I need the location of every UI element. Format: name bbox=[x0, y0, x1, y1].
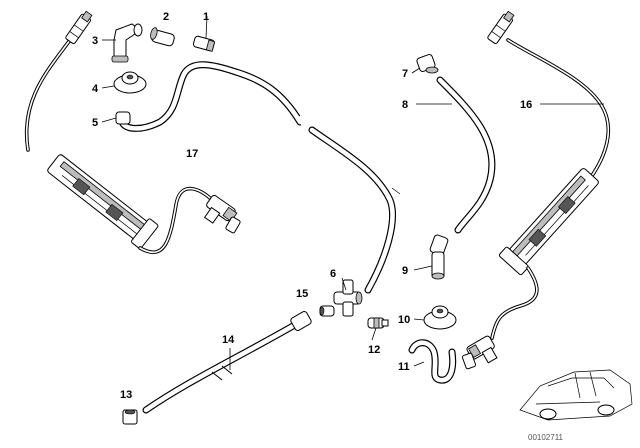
right-washer-arm-assembly bbox=[461, 10, 611, 370]
document-number: 00102711 bbox=[528, 433, 564, 442]
part-9-elbow bbox=[429, 234, 449, 280]
vehicle-thumbnail bbox=[519, 369, 633, 421]
callout-11: 11 bbox=[398, 361, 410, 373]
callout-17: 17 bbox=[186, 148, 198, 160]
callout-14: 14 bbox=[222, 334, 235, 346]
part-15-connector bbox=[319, 305, 335, 317]
left-washer-arm-assembly bbox=[24, 10, 241, 255]
callout-9: 9 bbox=[402, 265, 408, 277]
part-12-valve bbox=[367, 317, 389, 329]
callout-15: 15 bbox=[296, 288, 308, 300]
hose-14 bbox=[142, 311, 312, 414]
part-13-nozzle bbox=[122, 409, 138, 425]
leader-lines bbox=[101, 15, 604, 370]
callout-6: 6 bbox=[330, 268, 336, 280]
part-7-cap bbox=[416, 54, 439, 74]
callout-8: 8 bbox=[402, 99, 408, 111]
callout-7: 7 bbox=[402, 68, 408, 80]
hose-17-main bbox=[118, 61, 401, 294]
callout-3: 3 bbox=[92, 35, 98, 47]
callout-13: 13 bbox=[120, 389, 132, 401]
callout-1: 1 bbox=[203, 11, 209, 23]
callout-2: 2 bbox=[163, 11, 169, 23]
callout-16: 16 bbox=[520, 99, 532, 111]
part-2-sleeve bbox=[150, 27, 175, 47]
callout-12: 12 bbox=[368, 344, 380, 356]
part-4-grommet bbox=[113, 71, 147, 94]
hose-8 bbox=[436, 76, 496, 234]
part-3-elbow bbox=[111, 23, 143, 63]
part-1-fitting bbox=[192, 35, 216, 52]
callout-labels: 1 2 3 4 5 6 7 8 9 10 11 12 13 14 15 16 1… bbox=[92, 11, 532, 401]
callout-10: 10 bbox=[398, 314, 410, 326]
callout-4: 4 bbox=[92, 83, 99, 95]
part-6-t-piece bbox=[333, 279, 363, 317]
part-5-hose-end bbox=[115, 111, 131, 125]
part-10-grommet bbox=[423, 305, 457, 330]
hose-11 bbox=[408, 339, 457, 384]
callout-5: 5 bbox=[92, 117, 98, 129]
